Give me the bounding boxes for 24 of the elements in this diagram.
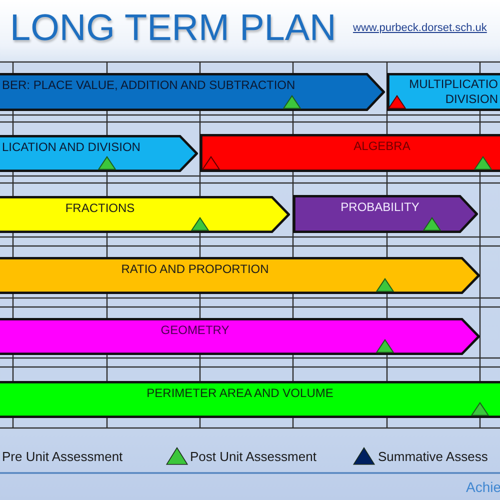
unit-bar	[0, 381, 500, 418]
unit-label: BER: PLACE VALUE, ADDITION AND SUBTRACTION	[2, 78, 296, 93]
unit-arrow-bar	[0, 257, 480, 294]
unit-label: PROBABILITY	[340, 200, 420, 215]
unit-arrow-bar	[0, 318, 480, 355]
unit-bar	[387, 73, 500, 111]
unit-label: RATIO AND PROPORTION	[121, 262, 269, 277]
unit-arrow-bar	[0, 73, 385, 111]
unit-bar	[200, 134, 500, 172]
unit-label: PERIMETER AREA AND VOLUME	[146, 386, 334, 401]
unit-label: FRACTIONS	[65, 201, 135, 216]
unit-arrow-bar	[0, 135, 198, 172]
unit-label: GEOMETRY	[160, 323, 230, 338]
unit-label: MULTIPLICATIO DIVISION	[408, 77, 498, 107]
legend-label: Pre Unit Assessment	[2, 448, 123, 465]
unit-arrow-bar	[293, 195, 478, 233]
legend-label: Summative Assess	[378, 448, 488, 465]
unit-arrow-bar	[0, 196, 290, 233]
footer-text: Achie	[466, 479, 500, 496]
website-link: www.purbeck.dorset.sch.uk	[353, 21, 487, 35]
unit-label: ALGEBRA	[354, 139, 410, 154]
legend-label: Post Unit Assessment	[190, 448, 316, 465]
unit-label: LICATION AND DIVISION	[2, 140, 140, 155]
page-title: LONG TERM PLAN	[10, 6, 336, 50]
